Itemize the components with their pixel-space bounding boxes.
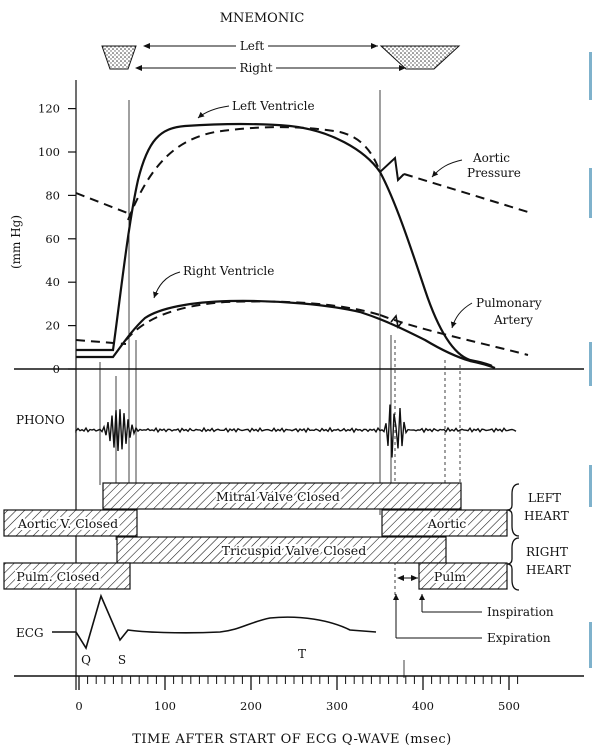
y-tick-label: 100 xyxy=(38,145,60,159)
phono-trace xyxy=(75,404,517,458)
edge-marker-bars xyxy=(589,52,592,668)
x-tick-label: 500 xyxy=(498,699,520,713)
curve-labels: Left Ventricle Aortic Pressure Right Ven… xyxy=(153,99,542,329)
ecg-section: ECG Q S T xyxy=(16,593,405,678)
pulm-bar xyxy=(418,562,508,590)
left-heart-label-2: HEART xyxy=(524,509,569,523)
right-ventricle-curve xyxy=(76,299,496,370)
pulm-closed-label: Pulm. Closed xyxy=(16,569,99,584)
mnemonic-left-trapezoid xyxy=(101,45,137,70)
left-ventricle-dashed xyxy=(127,126,381,221)
x-tick-label: 400 xyxy=(412,699,434,713)
pulmonary-artery-curve-2 xyxy=(379,314,529,356)
pulm-label: Pulm xyxy=(434,569,466,584)
x-tick-label: 100 xyxy=(154,699,176,713)
mitral-valve-label: Mitral Valve Closed xyxy=(216,489,340,504)
valve-bars: Mitral Valve Closed Aortic V. Closed Aor… xyxy=(3,482,571,645)
right-heart-label-1: RIGHT xyxy=(526,545,568,559)
y-tick-label: 0 xyxy=(53,362,60,376)
pulmonary-artery-label-1: Pulmonary xyxy=(476,296,542,310)
y-tick-labels: 0 20 40 60 80 100 120 xyxy=(38,102,60,376)
right-heart-label-2: HEART xyxy=(526,563,571,577)
left-heart-brace xyxy=(506,483,520,537)
time-axis: 0 100 200 300 400 500 TIME AFTER START OF ECG… xyxy=(14,675,584,747)
aortic-pressure-label-1: Aortic xyxy=(472,151,510,165)
y-tick-label: 60 xyxy=(45,232,60,246)
y-tick-label: 80 xyxy=(45,188,60,202)
aortic-closed-bar xyxy=(3,509,138,537)
y-tick-label: 20 xyxy=(45,319,60,333)
mnemonic-right-trapezoid xyxy=(379,45,461,70)
y-axis-label: (mm Hg) xyxy=(9,215,23,269)
mnemonic-section: MNEMONIC Left Right xyxy=(101,11,461,75)
aortic-label: Aortic xyxy=(427,516,467,531)
aortic-notch xyxy=(379,155,405,183)
phono-section: PHONO xyxy=(16,404,517,458)
right-ventricle-label: Right Ventricle xyxy=(183,264,274,278)
mitral-valve-bar xyxy=(102,482,462,510)
pulmonary-artery-curve xyxy=(75,339,127,345)
aortic-pressure-curve xyxy=(75,192,131,215)
inspiration-label: Inspiration xyxy=(487,605,554,619)
mnemonic-title: MNEMONIC xyxy=(220,11,305,26)
mnemonic-left-label: Left xyxy=(240,39,265,53)
ecg-label: ECG xyxy=(16,626,44,640)
phono-label: PHONO xyxy=(16,413,65,427)
left-ventricle-curve xyxy=(76,123,493,367)
left-heart-label-1: LEFT xyxy=(528,491,561,505)
pressure-curves xyxy=(75,123,529,370)
aortic-closed-label: Aortic V. Closed xyxy=(17,516,118,531)
x-tick-label: 300 xyxy=(326,699,348,713)
x-tick-labels: 0 100 200 300 400 500 xyxy=(75,699,520,713)
expiration-label: Expiration xyxy=(487,631,551,645)
right-ventricle-dashed xyxy=(125,300,381,341)
ecg-trace xyxy=(52,593,377,650)
x-tick-label: 200 xyxy=(240,699,262,713)
mnemonic-right-label: Right xyxy=(239,61,272,75)
left-ventricle-label: Left Ventricle xyxy=(232,99,315,113)
ecg-t-label: T xyxy=(298,647,306,661)
pulm-closed-bar xyxy=(3,562,131,590)
tricuspid-valve-label: Tricuspid Valve Closed xyxy=(222,543,366,558)
pulmonary-artery-label-2: Artery xyxy=(493,313,533,327)
pressure-axes: 0 20 40 60 80 100 120 (mm Hg) xyxy=(9,80,584,690)
x-tick-label: 0 xyxy=(75,699,82,713)
ecg-s-label: S xyxy=(118,653,126,667)
y-tick-label: 40 xyxy=(45,275,60,289)
aortic-pressure-label-2: Pressure xyxy=(467,166,521,180)
y-tick-label: 120 xyxy=(38,102,60,116)
tricuspid-valve-bar xyxy=(116,536,447,564)
right-heart-brace xyxy=(506,537,520,591)
ecg-q-label: Q xyxy=(81,653,91,667)
aortic-pressure-curve-2 xyxy=(403,173,529,213)
aortic-bar xyxy=(381,509,508,537)
time-axis-label: TIME AFTER START OF ECG Q-WAVE (msec) xyxy=(132,732,452,747)
